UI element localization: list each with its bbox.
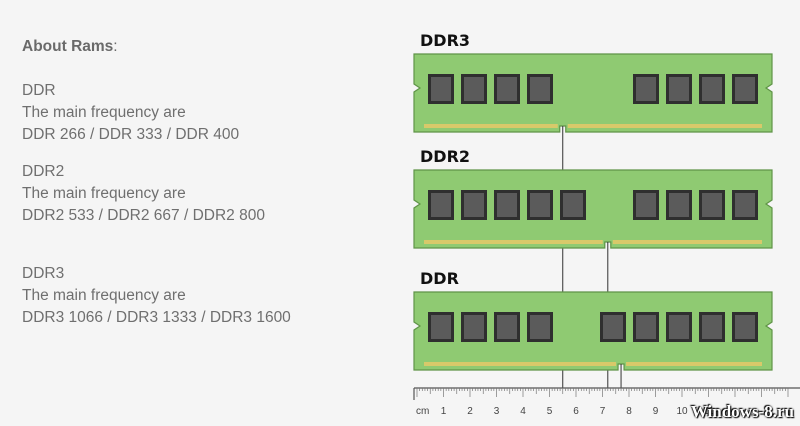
- ddr3-module-pins-right: [567, 124, 762, 128]
- ddr-module-chip-face: [735, 315, 755, 339]
- ddr3-module-chip-face: [735, 77, 755, 101]
- ddr3-module-chip-face: [669, 77, 689, 101]
- ddr2-module-chip-face: [636, 193, 656, 217]
- ddr3-module-label: DDR3: [420, 31, 470, 50]
- ddr3-module-chip-face: [636, 77, 656, 101]
- ddr2-group-line: The main frequency are: [22, 185, 186, 202]
- ruler-number: 4: [520, 406, 526, 417]
- ddr2-module-chip-face: [702, 193, 722, 217]
- ruler-number: 7: [600, 406, 606, 417]
- ddr3-group-line: The main frequency are: [22, 287, 186, 304]
- ddr-module-chip-face: [636, 315, 656, 339]
- info-heading-colon: :: [113, 38, 118, 55]
- ddr2-module-pins-left: [424, 240, 603, 244]
- watermark: Windows-8.ru: [690, 402, 794, 421]
- ddr-module-label: DDR: [420, 269, 459, 288]
- info-heading: About Rams:: [22, 36, 118, 58]
- ddr3-module-chip-face: [431, 77, 451, 101]
- ruler-number: 10: [676, 406, 688, 417]
- ddr2-group: DDR2 The main frequency are DDR2 533 / D…: [22, 161, 265, 227]
- ddr2-group-name: DDR2: [22, 163, 65, 180]
- ddr-group-name: DDR: [22, 82, 56, 99]
- ruler-number: 9: [653, 406, 659, 417]
- ddr3-module-board: [413, 53, 773, 133]
- ddr-module-chip-face: [431, 315, 451, 339]
- ruler-unit-label: cm: [416, 406, 429, 417]
- ddr2-module-chip-face: [497, 193, 517, 217]
- info-heading-text: About Rams: [22, 38, 114, 55]
- ddr3-group-name: DDR3: [22, 265, 65, 282]
- ddr3-module-chip-face: [530, 77, 550, 101]
- ddr-module-pins-left: [424, 362, 617, 366]
- ddr2-module-chip-face: [735, 193, 755, 217]
- ruler-number: 1: [441, 406, 447, 417]
- ddr3-group-freqs: DDR3 1066 / DDR3 1333 / DDR3 1600: [22, 309, 291, 326]
- ddr2-module-chip-face: [530, 193, 550, 217]
- ddr2-module-board: [413, 169, 773, 249]
- ddr3-module-chip-face: [497, 77, 517, 101]
- ddr-group-freqs: DDR 266 / DDR 333 / DDR 400: [22, 126, 240, 143]
- ddr3-group: DDR3 The main frequency are DDR3 1066 / …: [22, 263, 291, 329]
- ddr2-module-chip-face: [669, 193, 689, 217]
- ddr2-module-label: DDR2: [420, 147, 470, 166]
- ddr-module-chip-face: [464, 315, 484, 339]
- ddr2-module-chip-face: [431, 193, 451, 217]
- ddr-module-chip-face: [603, 315, 623, 339]
- ddr-module-chip-face: [530, 315, 550, 339]
- ddr-group: DDR The main frequency are DDR 266 / DDR…: [22, 80, 239, 146]
- ddr2-module-chip-face: [464, 193, 484, 217]
- ddr-module-board: [413, 291, 773, 371]
- ddr-module-chip-face: [497, 315, 517, 339]
- info-panel: About Rams: DDR The main frequency are D…: [22, 36, 291, 326]
- ddr-module-chip-face: [702, 315, 722, 339]
- ddr2-group-freqs: DDR2 533 / DDR2 667 / DDR2 800: [22, 207, 265, 224]
- ruler-number: 11: [703, 406, 714, 417]
- ddr3-module-pins-left: [424, 124, 558, 128]
- ddr-module-pins-right: [626, 362, 762, 366]
- ddr2-module-pins-right: [612, 240, 762, 244]
- ruler-number: 6: [573, 406, 579, 417]
- ruler-number: 5: [547, 406, 553, 417]
- ddr-group-line: The main frequency are: [22, 104, 186, 121]
- ddr2-module-chip-face: [563, 193, 583, 217]
- ddr3-module-chip-face: [464, 77, 484, 101]
- ddr3-module-chip-face: [702, 77, 722, 101]
- ruler-number: 2: [467, 406, 473, 417]
- ruler-number: 3: [494, 406, 500, 417]
- ruler-number: 8: [626, 406, 632, 417]
- ddr-module-chip-face: [669, 315, 689, 339]
